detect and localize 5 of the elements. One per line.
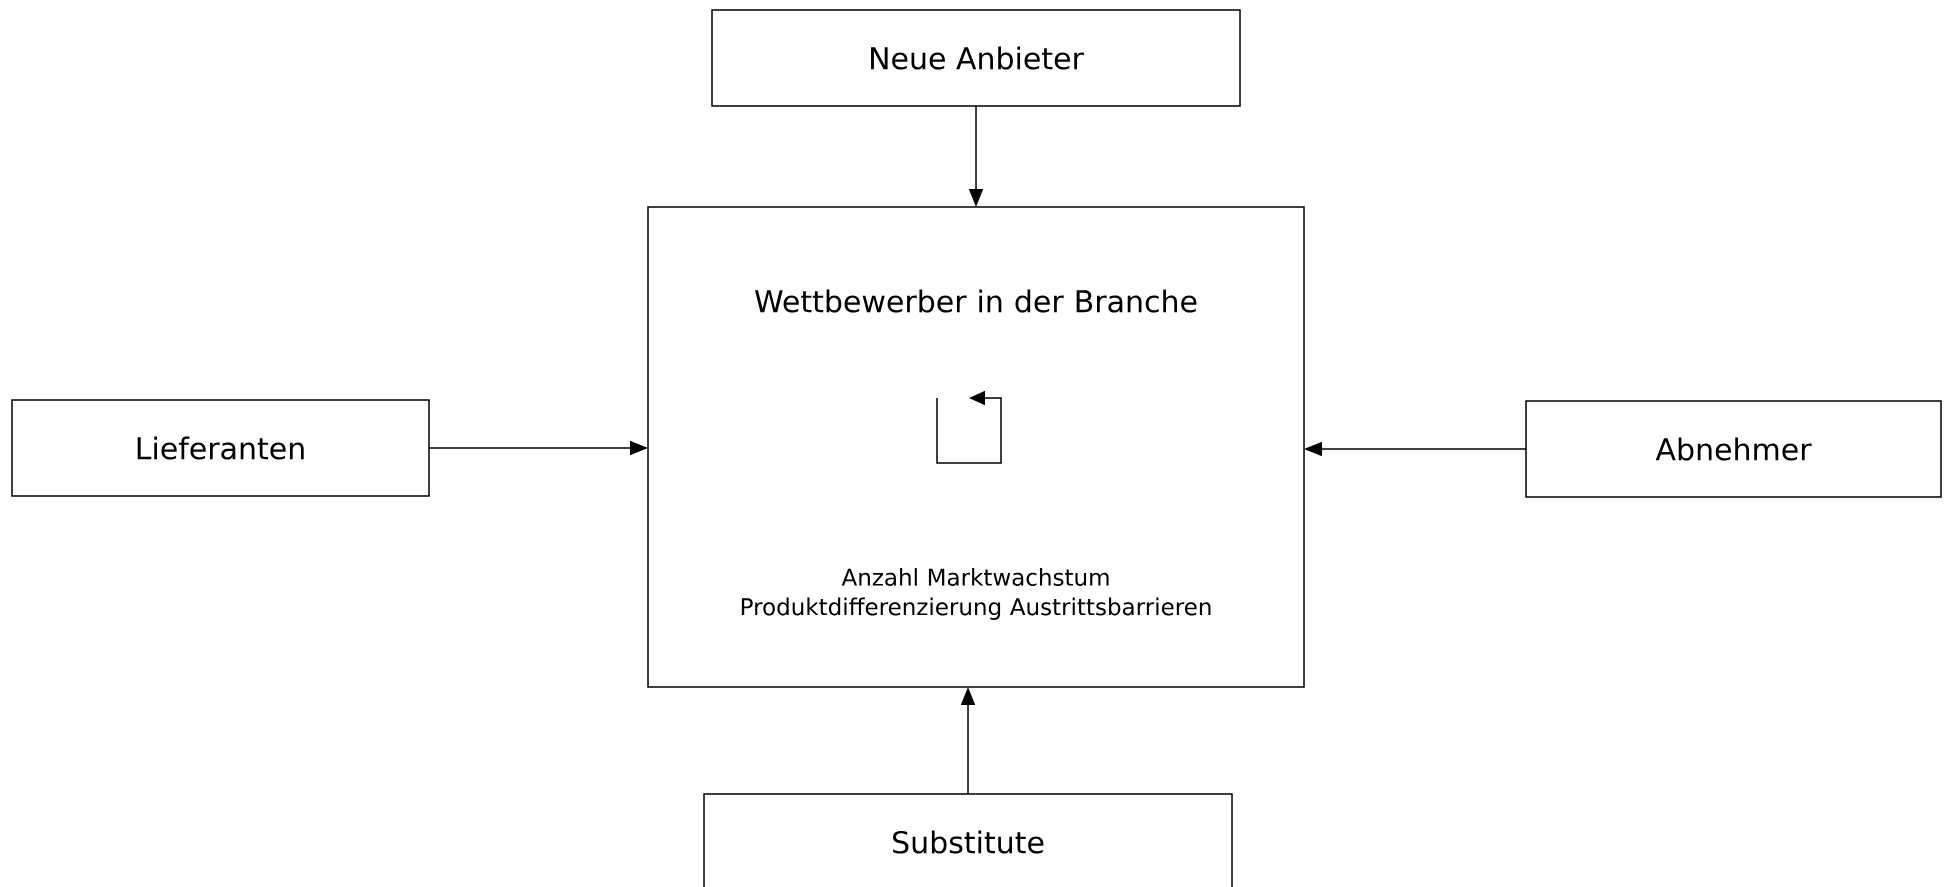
competitor-box: Wettbewerber in der Branche Anzahl Marktwachstum Produktdifferenzierung Austrittsbarrieren	[647, 206, 1305, 688]
supplier-box: Lieferanten	[11, 399, 430, 497]
substitute-box: Substitute	[703, 793, 1233, 887]
entrant-box: Neue Anbieter	[711, 9, 1241, 107]
buyer-box: Abnehmer	[1525, 400, 1942, 498]
